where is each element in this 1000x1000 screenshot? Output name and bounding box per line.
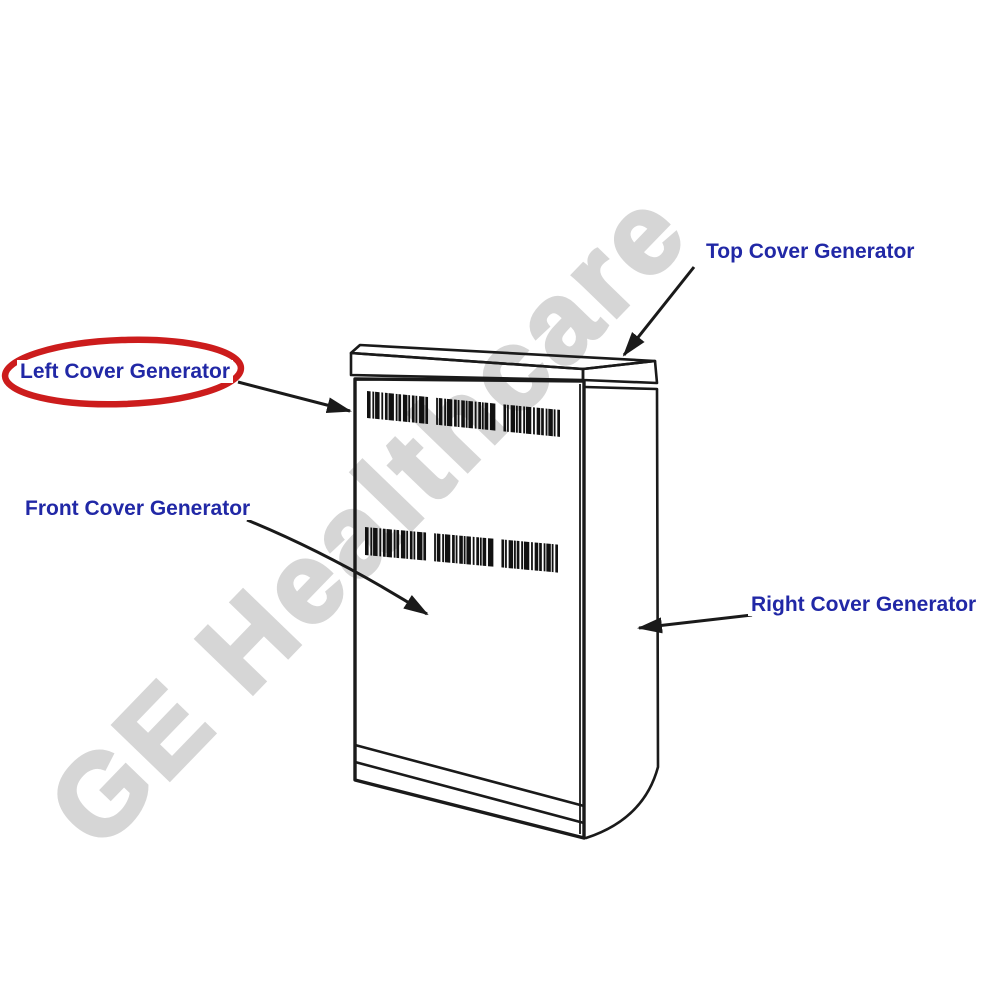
cabinet-body — [353, 377, 660, 840]
left-cover-label: Left Cover Generator — [17, 360, 234, 383]
front-panel-barcode-upper — [367, 391, 560, 437]
right-cover-label: Right Cover Generator — [748, 593, 980, 616]
right-cover-arrow — [637, 613, 753, 634]
left-cover-highlight-ellipse — [1, 336, 245, 408]
front-panel-barcode-lower — [365, 527, 558, 573]
cabinet-top-cover — [349, 343, 659, 385]
top-cover-label: Top Cover Generator — [703, 240, 918, 263]
front-cover-label: Front Cover Generator — [22, 497, 254, 520]
front-cover-arrow — [246, 518, 429, 616]
left-cover-arrow — [237, 380, 352, 413]
top-cover-arrow — [622, 266, 696, 357]
